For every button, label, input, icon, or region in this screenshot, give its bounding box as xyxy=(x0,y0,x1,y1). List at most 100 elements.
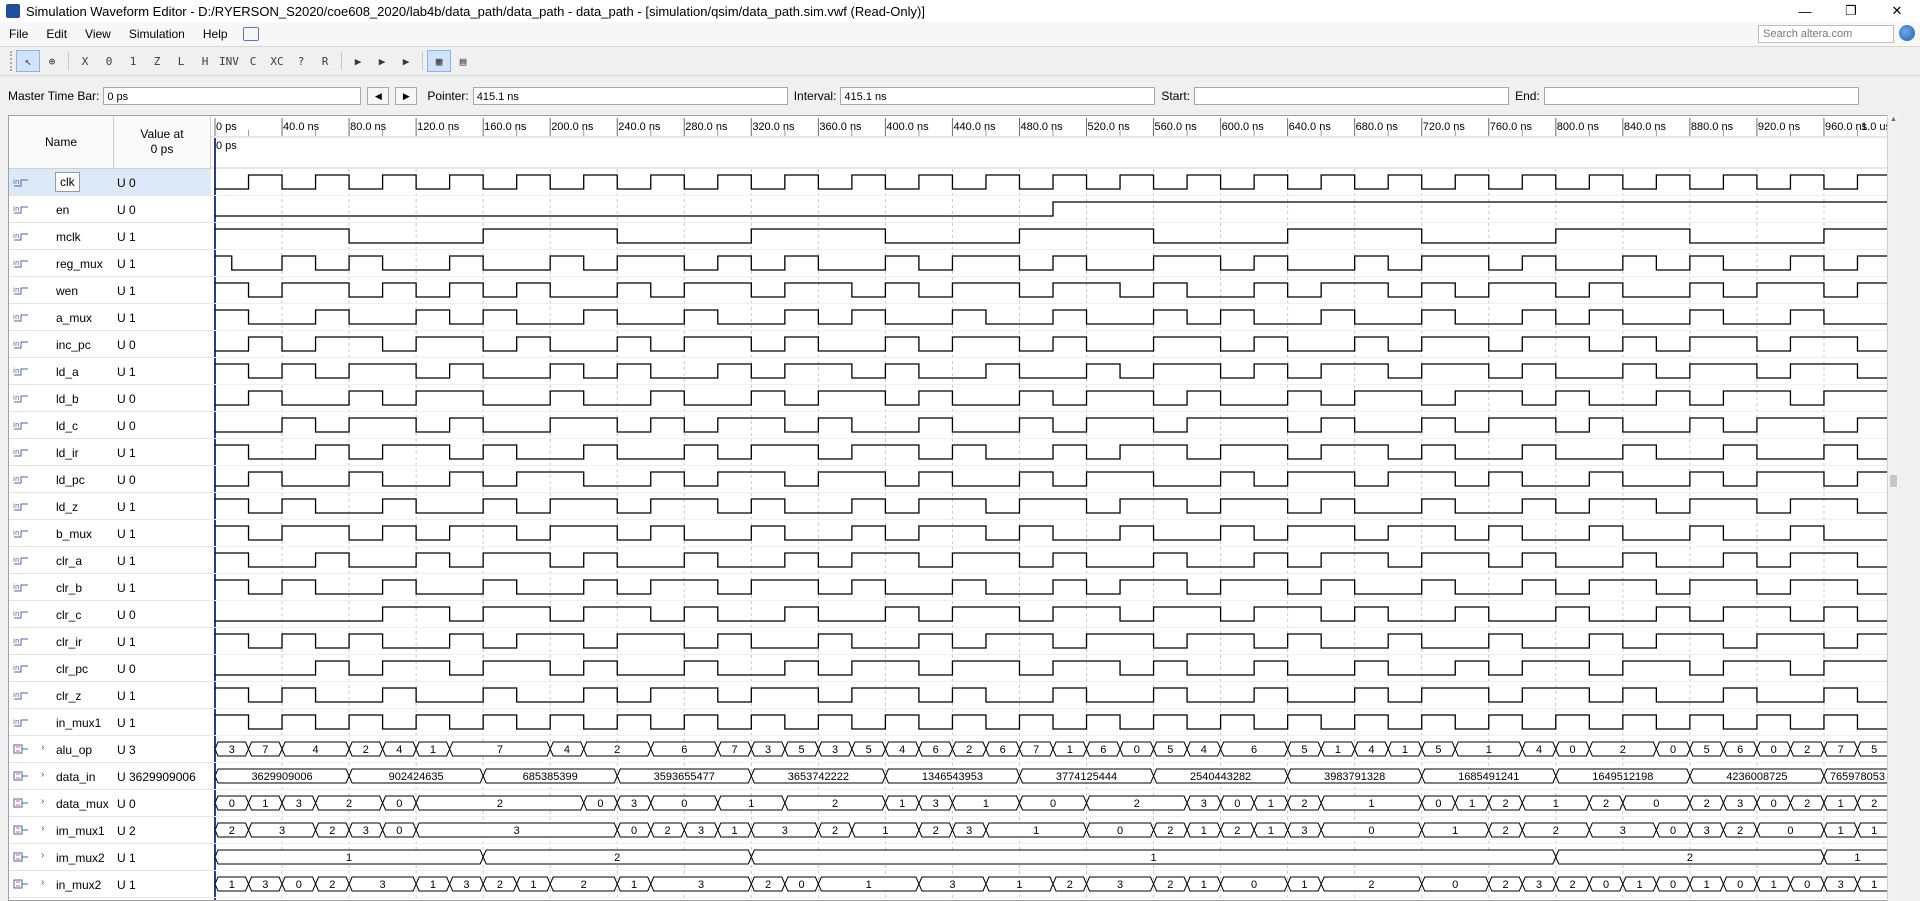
run-timing-button[interactable]: ▶ xyxy=(378,54,386,68)
scroll-thumb[interactable] xyxy=(1890,475,1897,487)
expand-chevron-icon[interactable]: › xyxy=(41,769,45,780)
bus-value-label: 3 xyxy=(832,744,838,756)
bus-value-label: 685385399 xyxy=(523,771,578,783)
count-value-button[interactable]: C xyxy=(249,54,257,68)
input-pin-icon: in xyxy=(13,635,29,647)
menu-file[interactable]: File xyxy=(9,27,29,41)
zoom-tool-button[interactable]: ⊕ xyxy=(48,54,56,68)
time-tick-label: 800.0 ns xyxy=(1557,121,1600,133)
expand-chevron-icon[interactable]: › xyxy=(41,742,45,753)
weak-low-button[interactable]: L xyxy=(177,54,185,68)
grid-toggle-button[interactable]: ▦ xyxy=(427,50,451,72)
time-tick-label: 280.0 ns xyxy=(685,121,728,133)
name-column-header[interactable]: Name xyxy=(9,116,114,169)
prev-transition-button[interactable]: ◀ xyxy=(367,87,390,105)
input-pin-icon: in xyxy=(13,284,29,296)
time-tick-label: 320.0 ns xyxy=(752,121,795,133)
signal-waveform xyxy=(215,687,1891,703)
bus-value-label: 1 xyxy=(1871,879,1877,891)
bus-value-label: 3 xyxy=(380,879,386,891)
close-icon[interactable]: ✕ xyxy=(1891,3,1903,18)
signal-value: U 1 xyxy=(117,311,136,325)
next-transition-button[interactable]: ▶ xyxy=(395,87,418,105)
minimize-icon[interactable]: — xyxy=(1798,3,1812,19)
scroll-up-icon[interactable]: ▲ xyxy=(1890,116,1897,123)
menu-simulation[interactable]: Simulation xyxy=(128,27,185,41)
forcing-high-button[interactable]: 1 xyxy=(129,54,137,68)
time-tick-label: 680.0 ns xyxy=(1356,121,1399,133)
start-field[interactable] xyxy=(1194,87,1510,105)
expand-chevron-icon[interactable]: › xyxy=(41,823,45,834)
time-tick-label: 400.0 ns xyxy=(886,121,929,133)
vertical-scrollbar[interactable]: ▲ xyxy=(1887,115,1899,901)
bus-value-label: 3 xyxy=(1117,879,1123,891)
weak-high-button[interactable]: H xyxy=(201,54,209,68)
master-time-bar-field[interactable]: 0 ps xyxy=(103,87,362,105)
signal-waveform xyxy=(215,336,1891,352)
clock-button[interactable]: XC xyxy=(270,54,284,68)
menu-view[interactable]: View xyxy=(85,27,111,41)
time-bar: Master Time Bar: 0 ps ◀ ▶ Pointer: 415.1… xyxy=(0,84,1920,108)
bus-value-label: 7 xyxy=(731,744,737,756)
snap-toggle-button[interactable]: ▤ xyxy=(459,54,467,68)
master-time-bar-label: Master Time Bar: xyxy=(8,89,100,103)
select-tool-button[interactable]: ↖ xyxy=(16,50,40,72)
globe-icon[interactable] xyxy=(1899,25,1915,41)
menu-edit[interactable]: Edit xyxy=(46,27,68,41)
expand-chevron-icon[interactable]: › xyxy=(41,850,45,861)
expand-chevron-icon[interactable]: › xyxy=(41,877,45,888)
maximize-icon[interactable]: ❐ xyxy=(1845,3,1857,18)
end-field[interactable] xyxy=(1543,87,1859,105)
bus-value-label: 1 xyxy=(1301,879,1307,891)
time-tick-label: 440.0 ns xyxy=(953,121,996,133)
bus-value-label: 1 xyxy=(1402,744,1408,756)
forcing-low-button[interactable]: 0 xyxy=(105,54,113,68)
signal-waveform xyxy=(215,714,1891,730)
run-functional-button[interactable]: ▶ xyxy=(354,54,362,68)
signal-name: inc_pc xyxy=(56,338,91,352)
forcing-unknown-button[interactable]: X xyxy=(81,54,89,68)
high-impedance-button[interactable]: Z xyxy=(153,54,161,68)
help-chat-icon[interactable] xyxy=(242,27,259,41)
expand-chevron-icon[interactable]: › xyxy=(41,796,45,807)
signal-name: ld_c xyxy=(56,419,79,433)
generate-netlist-button[interactable]: ▶ xyxy=(402,54,410,68)
invert-button[interactable]: INV xyxy=(219,54,239,68)
bus-value-label: 0 xyxy=(1251,879,1257,891)
random-value-button[interactable]: R xyxy=(321,54,329,68)
input-pin-icon: in xyxy=(13,500,29,512)
arbitrary-value-button[interactable]: ? xyxy=(297,54,305,68)
menu-help[interactable]: Help xyxy=(202,27,228,41)
search-input[interactable]: Search altera.com xyxy=(1758,25,1894,43)
